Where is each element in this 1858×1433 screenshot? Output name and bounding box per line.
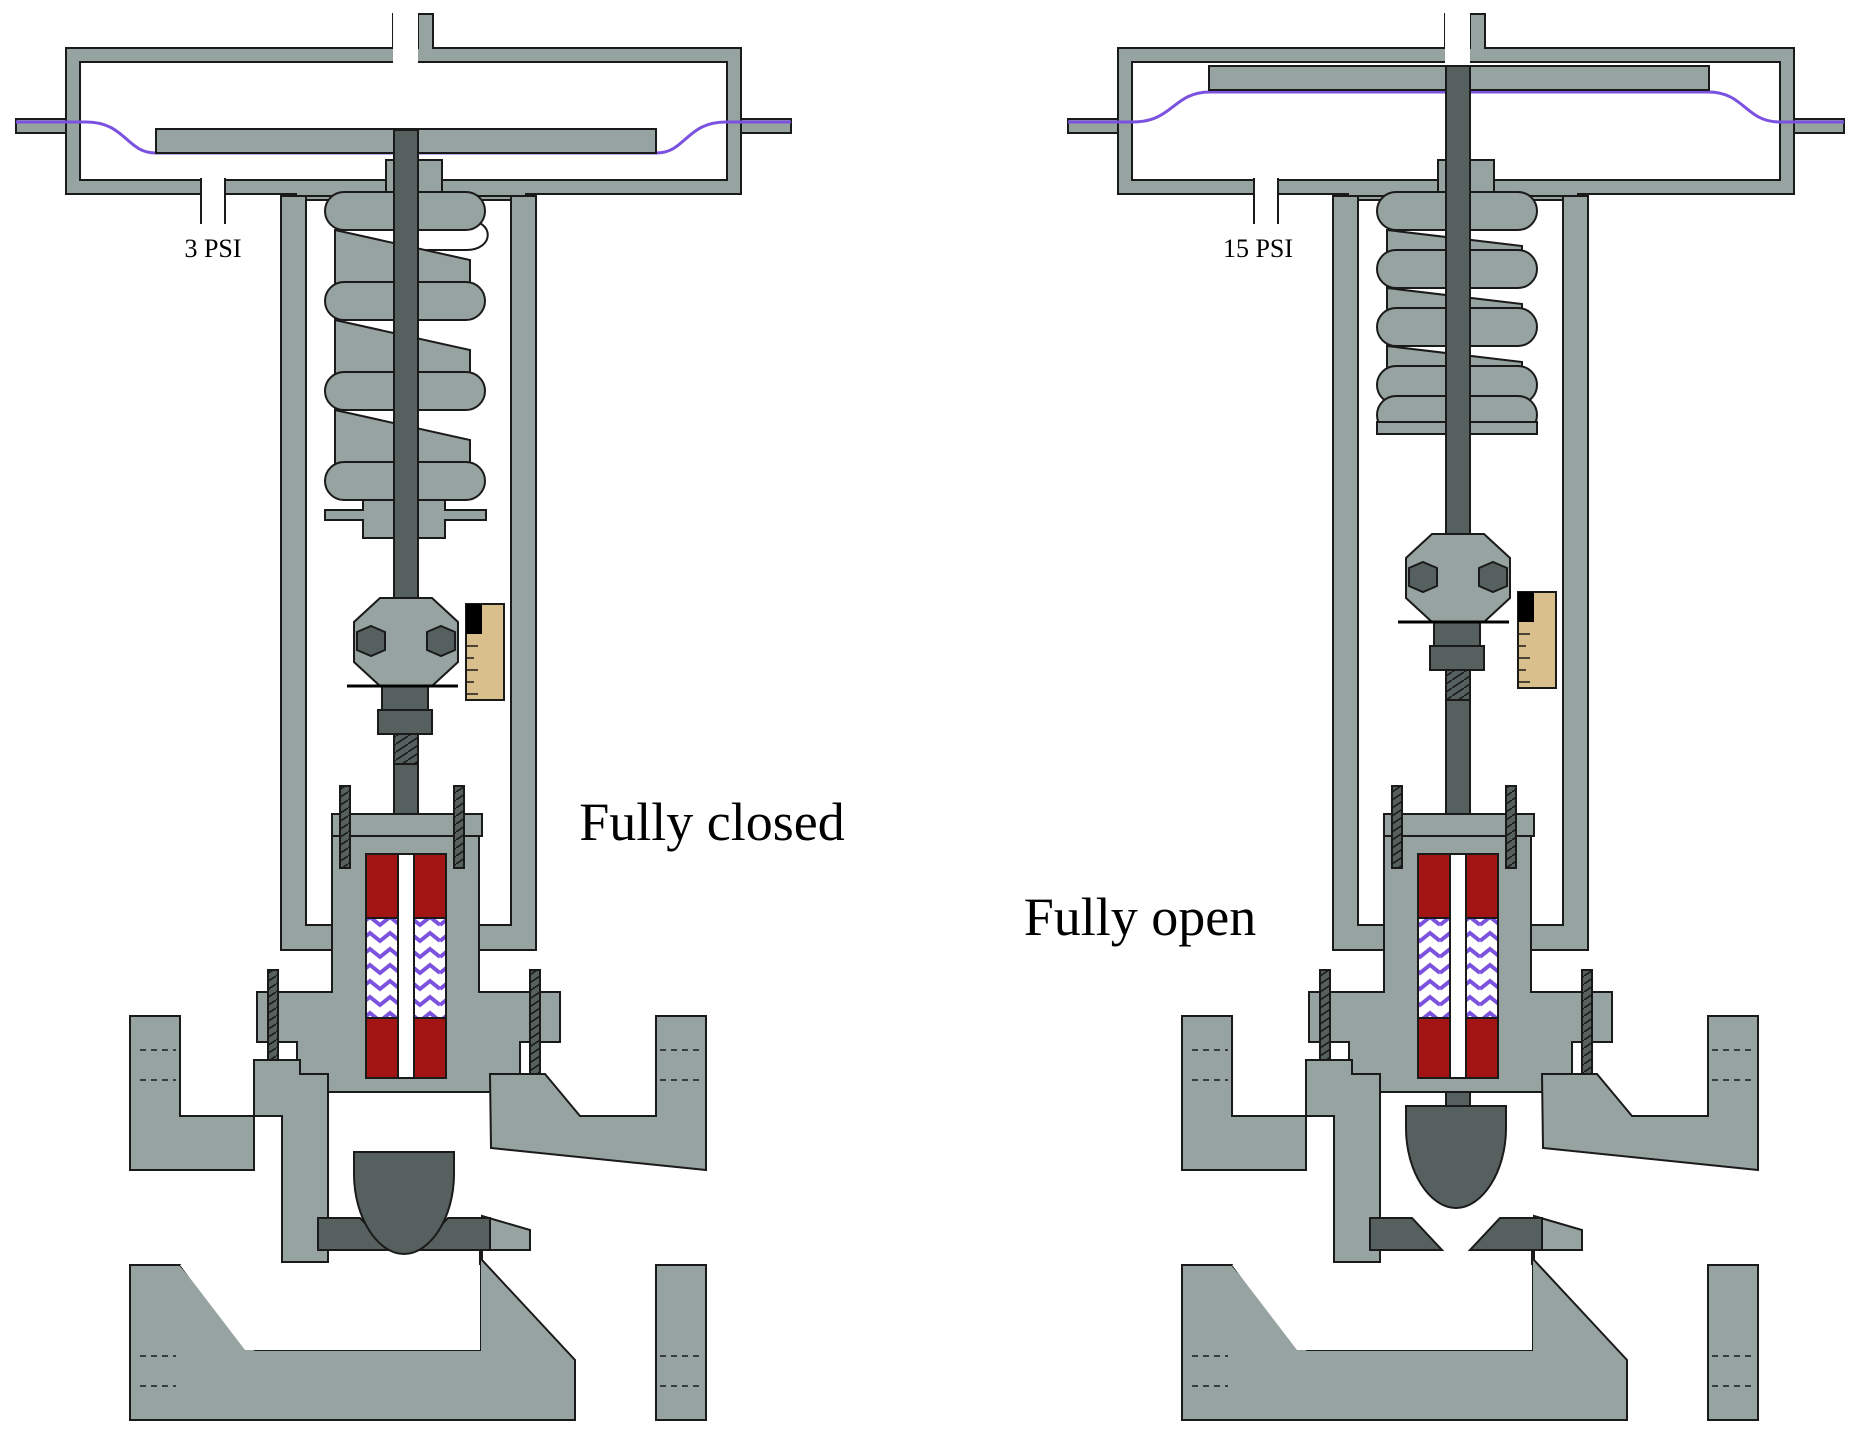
valve-body bbox=[1181, 1015, 1759, 1421]
valve-seat bbox=[317, 1217, 491, 1251]
actuator-stem bbox=[393, 129, 419, 891]
valve-state-label: Fully open bbox=[1024, 887, 1257, 947]
stem-connector bbox=[1398, 533, 1511, 701]
spring bbox=[324, 159, 489, 539]
valve-plug bbox=[1405, 1105, 1507, 1210]
bonnet-and-packing bbox=[256, 785, 561, 1093]
valve-fully-closed: 3 PSI Fully closed bbox=[15, 0, 845, 1421]
bonnet-and-packing bbox=[1308, 785, 1613, 1093]
travel-indicator-scale bbox=[465, 603, 505, 701]
stem-connector bbox=[347, 597, 459, 765]
valve-body bbox=[129, 1015, 707, 1421]
supply-pressure-label: 3 PSI bbox=[184, 234, 241, 263]
travel-indicator-scale bbox=[1517, 591, 1557, 689]
valve-fully-open: 15 PSI Fully open bbox=[1024, 0, 1845, 1421]
valve-plug bbox=[353, 1151, 455, 1256]
supply-pressure-label: 15 PSI bbox=[1223, 234, 1293, 263]
valve-seat bbox=[1369, 1217, 1543, 1251]
valve-state-label: Fully closed bbox=[579, 792, 845, 852]
